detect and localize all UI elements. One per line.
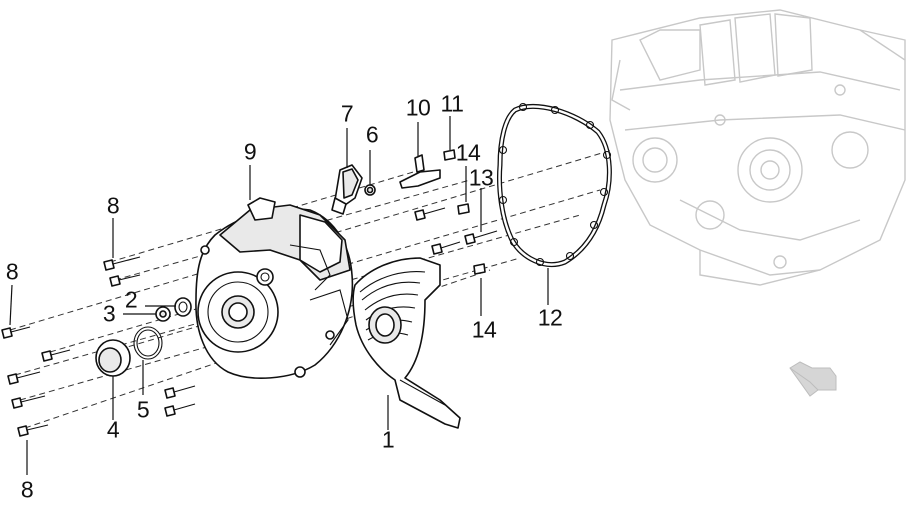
- bolts: [1, 207, 498, 437]
- callout-8-bottom: 8: [20, 476, 34, 503]
- leader-lines: [9, 116, 549, 475]
- clip-assembly: [399, 149, 456, 189]
- callout-8-left: 8: [5, 258, 19, 285]
- callout-4: 4: [106, 416, 120, 443]
- direction-arrow-icon: [789, 361, 837, 397]
- callout-13: 13: [468, 164, 494, 191]
- inner-cover: [352, 257, 461, 429]
- callout-5: 5: [136, 396, 150, 423]
- engine-block-ghost: [609, 9, 906, 286]
- callout-9: 9: [243, 138, 257, 165]
- callout-11: 11: [440, 90, 464, 117]
- callout-2: 2: [124, 286, 138, 313]
- callout-12: 12: [537, 304, 563, 331]
- dowel-pins: [457, 203, 486, 275]
- callout-3: 3: [102, 300, 116, 327]
- seals-and-plug: [95, 297, 192, 377]
- callout-8-top: 8: [106, 192, 120, 219]
- callout-14-bottom: 14: [471, 316, 497, 343]
- callout-7: 7: [340, 100, 354, 127]
- callout-1: 1: [381, 426, 395, 453]
- callout-14-top: 14: [455, 139, 481, 166]
- sensor-assembly: [331, 164, 376, 215]
- main-cover: [195, 197, 354, 379]
- gasket: [497, 102, 612, 268]
- callout-10: 10: [405, 94, 431, 121]
- callout-6: 6: [365, 121, 379, 148]
